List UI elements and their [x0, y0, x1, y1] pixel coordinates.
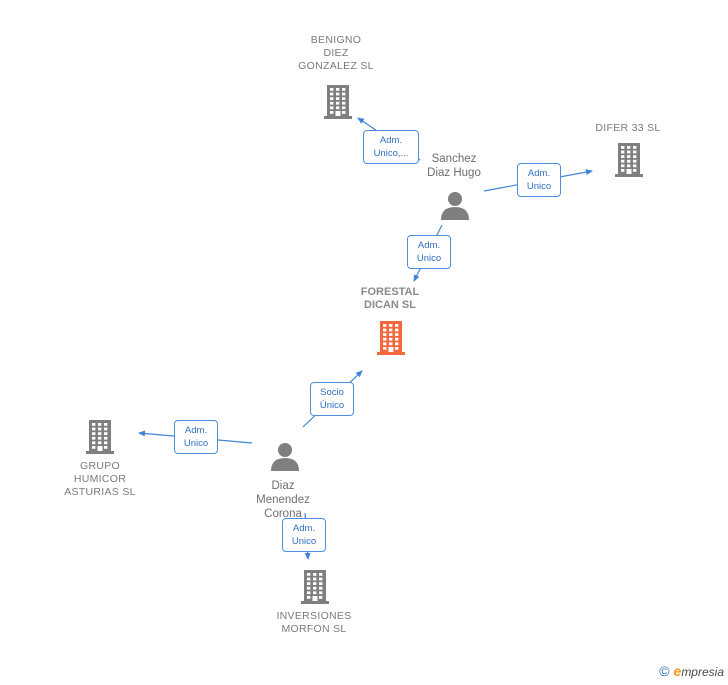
edge-label-sanchez-to-benigno[interactable]: Adm. Unico,... [363, 130, 419, 164]
edge-label-sanchez-to-forestal[interactable]: Adm. Unico [407, 235, 451, 269]
node-label-inversiones[interactable]: INVERSIONES MORFON SL [276, 610, 352, 635]
empresia-watermark[interactable]: ©empresia [659, 663, 724, 679]
node-label-difer[interactable]: DIFER 33 SL [595, 122, 661, 134]
building-icon-grupo[interactable] [86, 420, 114, 454]
node-label-diaz[interactable]: Diaz Menendez Corona [256, 480, 310, 520]
node-label-benigno[interactable]: BENIGNO DIEZ GONZALEZ SL [298, 34, 374, 72]
node-label-sanchez[interactable]: Sanchez Diaz Hugo [427, 153, 481, 179]
empresia-logo-initial: e [673, 663, 682, 679]
node-label-forestal[interactable]: FORESTAL DICAN SL [360, 286, 420, 311]
building-icon-benigno[interactable] [324, 85, 352, 119]
edge-label-diaz-to-inversiones[interactable]: Adm. Unico [282, 518, 326, 552]
edge-label-diaz-to-forestal[interactable]: Socio Único [310, 382, 354, 416]
empresia-brand: mpresia [681, 665, 724, 679]
person-icon-diaz[interactable] [271, 443, 299, 471]
edge-label-sanchez-to-difer[interactable]: Adm. Unico [517, 163, 561, 197]
edge-label-diaz-to-grupo[interactable]: Adm. Unico [174, 420, 218, 454]
copyright-icon: © [659, 663, 670, 679]
node-label-grupo[interactable]: GRUPO HUMICOR ASTURIAS SL [64, 460, 136, 498]
building-icon-difer[interactable] [615, 143, 643, 177]
building-icon-inversiones[interactable] [301, 570, 329, 604]
person-icon-sanchez[interactable] [441, 192, 469, 220]
building-icon-forestal[interactable] [377, 321, 405, 355]
